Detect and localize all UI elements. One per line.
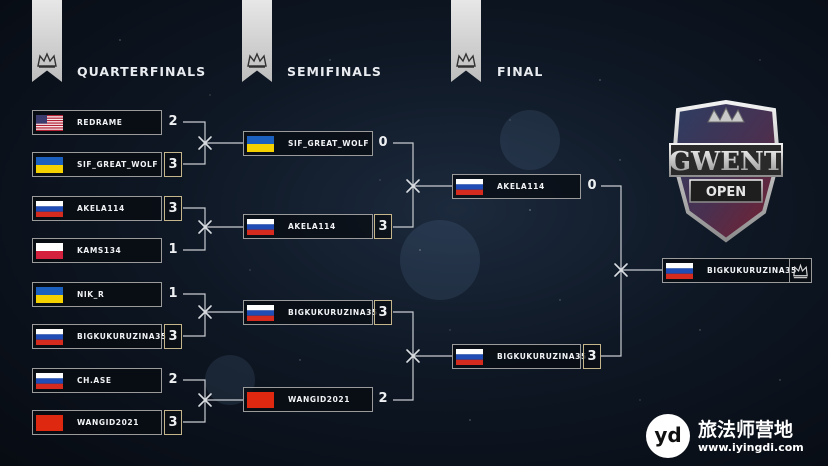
ukraine-flag-icon — [247, 135, 274, 152]
russia-flag-icon — [666, 262, 693, 279]
qf-match-ch-ase[interactable]: CH.ASE — [32, 368, 162, 393]
russia-flag-icon — [36, 200, 63, 217]
final-title: FINAL — [497, 64, 544, 79]
russia-flag-icon — [247, 304, 274, 321]
semifinals-banner — [242, 0, 272, 82]
player-name: BIGKUKURUZINA35 — [77, 332, 167, 341]
player-name: WANGID2021 — [77, 418, 140, 427]
poland-flag-icon — [36, 242, 63, 259]
player-name: NIK_R — [77, 290, 105, 299]
champion-name: BIGKUKURUZINA35 — [707, 266, 797, 275]
watermark-logo-icon: yd — [646, 414, 690, 458]
watermark-url: www.iyingdi.com — [698, 441, 804, 454]
player-name: SIF_GREAT_WOLF — [288, 139, 370, 148]
ukraine-flag-icon — [36, 156, 63, 173]
sf-match-akela114[interactable]: AKELA114 — [243, 214, 373, 239]
player-name: CH.ASE — [77, 376, 112, 385]
final-match-bigkukuruzina35[interactable]: BIGKUKURUZINA35 — [452, 344, 586, 369]
russia-flag-icon — [36, 372, 63, 389]
logo-subtitle: OPEN — [706, 185, 746, 200]
quarterfinals-title: QUARTERFINALS — [77, 64, 207, 79]
logo-title: GWENT — [669, 147, 784, 177]
final-match-akela114[interactable]: AKELA114 — [452, 174, 581, 199]
final-score-akela114: 0 — [587, 178, 597, 193]
qf-score-nik-r: 1 — [168, 286, 178, 301]
player-name: AKELA114 — [288, 222, 336, 231]
qf-score-akela114: 3 — [164, 196, 182, 221]
crown-icon — [456, 52, 476, 68]
sf-score-bigkukuruzina35: 3 — [374, 300, 392, 325]
final-score-bigkukuruzina35: 3 — [583, 344, 601, 369]
qf-score-redrame: 2 — [168, 114, 178, 129]
russia-flag-icon — [36, 328, 63, 345]
site-watermark: yd 旅法师营地 www.iyingdi.com — [646, 410, 826, 462]
semifinals-title: SEMIFINALS — [287, 64, 382, 79]
champion-slot[interactable]: BIGKUKURUZINA35 — [662, 258, 812, 283]
crown-icon — [789, 259, 808, 282]
final-banner — [451, 0, 481, 82]
qf-match-nik-r[interactable]: NIK_R — [32, 282, 162, 307]
player-name: KAMS134 — [77, 246, 122, 255]
usa-flag-icon — [36, 114, 63, 131]
qf-score-ch-ase: 2 — [168, 372, 178, 387]
player-name: AKELA114 — [77, 204, 125, 213]
ukraine-flag-icon — [36, 286, 63, 303]
qf-match-akela114[interactable]: AKELA114 — [32, 196, 162, 221]
qf-score-kams134: 1 — [168, 242, 178, 257]
qf-match-bigkukuruzina35[interactable]: BIGKUKURUZINA35 — [32, 324, 166, 349]
sf-score-wangid2021: 2 — [378, 391, 388, 406]
player-name: REDRAME — [77, 118, 123, 127]
qf-score-sif-great-wolf: 3 — [164, 152, 182, 177]
sf-score-akela114: 3 — [374, 214, 392, 239]
qf-score-wangid2021: 3 — [164, 410, 182, 435]
gwent-open-logo: GWENT OPEN — [669, 100, 784, 243]
qf-match-redrame[interactable]: REDRAME — [32, 110, 162, 135]
sf-score-sif-great-wolf: 0 — [378, 135, 388, 150]
russia-flag-icon — [247, 218, 274, 235]
crown-icon — [37, 52, 57, 68]
player-name: BIGKUKURUZINA35 — [497, 352, 587, 361]
sf-match-bigkukuruzina35[interactable]: BIGKUKURUZINA35 — [243, 300, 377, 325]
china-flag-icon — [36, 414, 63, 431]
crown-icon — [247, 52, 267, 68]
watermark-chinese-text: 旅法师营地 — [698, 419, 794, 441]
qf-match-wangid2021[interactable]: WANGID2021 — [32, 410, 162, 435]
player-name: WANGID2021 — [288, 395, 351, 404]
player-name: AKELA114 — [497, 182, 545, 191]
qf-match-sif-great-wolf[interactable]: SIF_GREAT_WOLF — [32, 152, 162, 177]
player-name: BIGKUKURUZINA35 — [288, 308, 378, 317]
china-flag-icon — [247, 391, 274, 408]
russia-flag-icon — [456, 178, 483, 195]
player-name: SIF_GREAT_WOLF — [77, 160, 159, 169]
qf-score-bigkukuruzina35: 3 — [164, 324, 182, 349]
sf-match-sif-great-wolf[interactable]: SIF_GREAT_WOLF — [243, 131, 373, 156]
russia-flag-icon — [456, 348, 483, 365]
quarterfinals-banner — [32, 0, 62, 82]
qf-match-kams134[interactable]: KAMS134 — [32, 238, 162, 263]
sf-match-wangid2021[interactable]: WANGID2021 — [243, 387, 373, 412]
